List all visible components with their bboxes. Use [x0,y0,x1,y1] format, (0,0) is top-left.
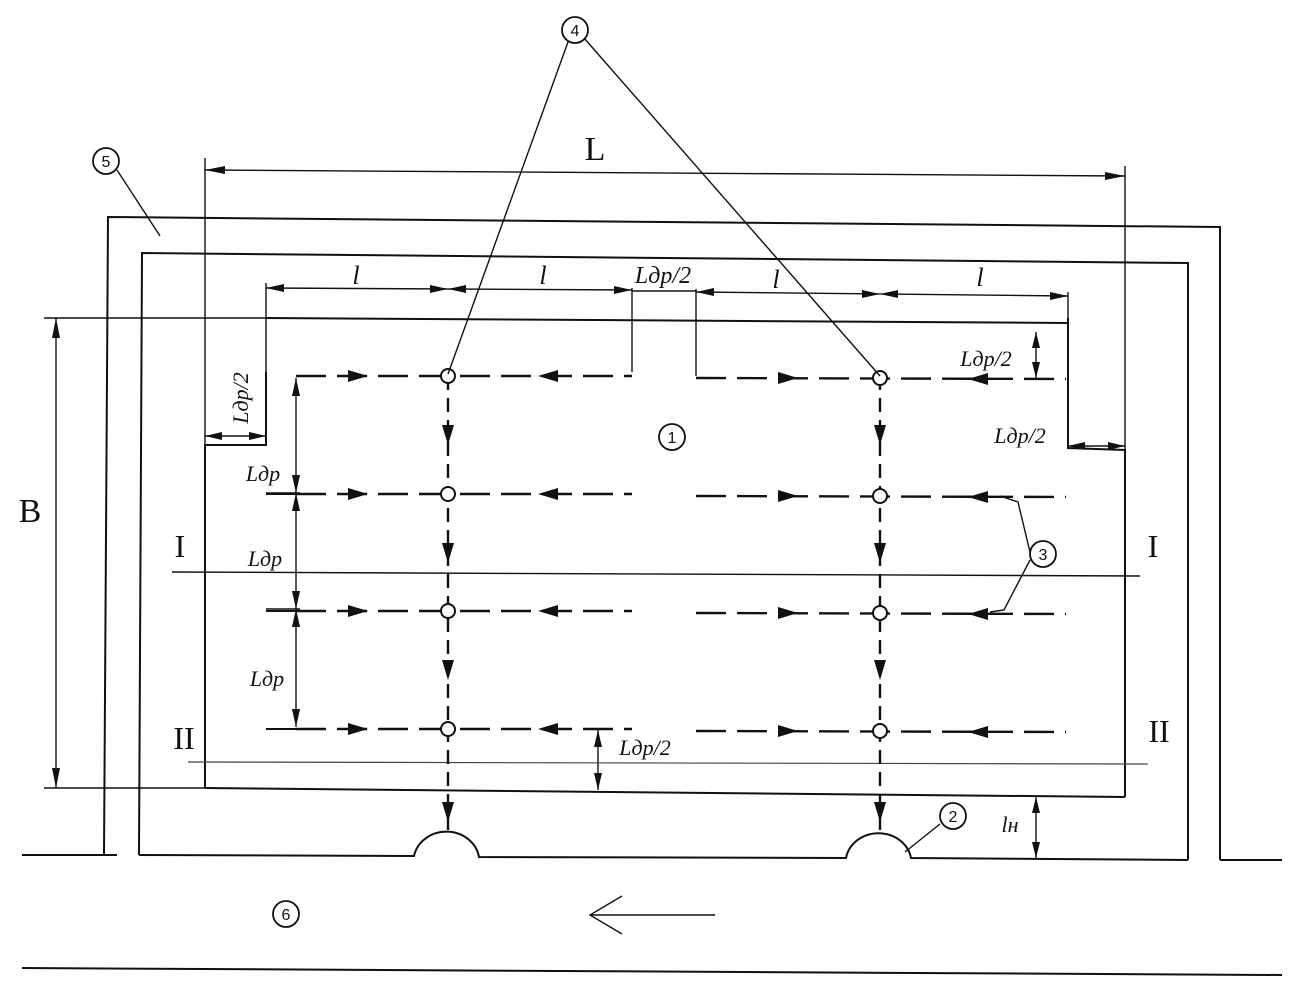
dimension-half-bottom [594,730,602,790]
junction-node [440,721,456,737]
collector-flow-arrow [442,543,454,563]
label-section-1-right: I [1148,528,1159,564]
drain-flow-arrow [538,723,558,735]
collector-flow-arrow [874,543,886,563]
callout-4: 4 [561,16,589,44]
drain-flow-arrow [538,605,558,617]
collector-flow-arrow [442,802,454,822]
junction-node [440,368,456,384]
callout-3: 3 [1029,540,1057,568]
drain-flow-arrow [778,372,798,384]
label-spacing-4: l [976,263,983,292]
label-half-right-mid: Lдр/2 [993,423,1045,448]
junction-node [872,605,888,621]
svg-text:4: 4 [571,23,580,40]
dimension-spacing-top [265,283,1069,376]
junction-node [872,370,888,386]
dimension-half-right [1032,332,1125,450]
label-drain-3: Lдр [249,666,284,691]
label-drain-2: Lдр [247,546,282,571]
callout-2: 2 [939,802,967,830]
label-spacing-2: l [539,261,546,290]
drain-flow-arrow [968,491,988,503]
label-drain-1: Lдр [245,461,280,486]
junction-node [440,603,456,619]
label-setback: lн [1001,812,1018,837]
label-section-2-right: II [1148,713,1169,749]
label-half-bottom: Lдр/2 [618,735,670,760]
drain-flow-arrow [538,370,558,382]
callout-5: 5 [92,147,120,175]
label-L: L [585,131,606,168]
flow-direction-arrow [588,895,715,935]
svg-text:1: 1 [668,430,677,447]
junction-node [872,488,888,504]
collector-flow-arrow [874,660,886,680]
drain-flow-arrow [778,725,798,737]
callout-1: 1 [658,423,686,451]
drain-flow-arrow [968,373,988,385]
outer-fence [103,215,1221,861]
drain-flow-arrow [778,607,798,619]
callout-6: 6 [272,900,300,928]
label-half-left-vertical: Lдр/2 [228,372,253,424]
section-lines [171,571,1149,765]
drain-flow-arrow [968,726,988,738]
dimension-half-left [205,432,266,440]
dimension-setback [1032,797,1040,858]
collector-flow-arrow [442,660,454,680]
callout-leaders [116,37,1031,853]
drain-flow-arrow [348,370,368,382]
svg-text:2: 2 [949,809,958,826]
label-spacing-1: l [352,261,359,290]
label-section-1-left: I [175,528,186,564]
drain-flow-arrow [968,608,988,620]
label-section-2-left: II [173,720,194,756]
label-B: B [19,493,42,530]
collector-flow-arrow [442,425,454,445]
svg-text:5: 5 [102,154,111,171]
drain-flow-arrow [348,723,368,735]
road [21,854,1283,976]
collector-flow-arrow [874,425,886,445]
drain-flow-arrow [348,605,368,617]
svg-text:6: 6 [282,907,291,924]
drain-flow-arrow [348,488,368,500]
label-half-top: Lдр/2 [634,263,691,289]
dimension-L [204,158,1126,450]
svg-text:3: 3 [1039,547,1048,564]
label-half-right-top: Lдр/2 [959,346,1011,371]
drain-flow-arrow [778,490,798,502]
drain-flow-arrow [538,488,558,500]
junction-node [872,723,888,739]
drain-network [266,368,1067,832]
collector-flow-arrow [874,802,886,822]
junction-node [440,486,456,502]
site-boundary [204,317,1126,798]
label-spacing-3: l [772,265,779,294]
dimension-B [44,317,266,789]
